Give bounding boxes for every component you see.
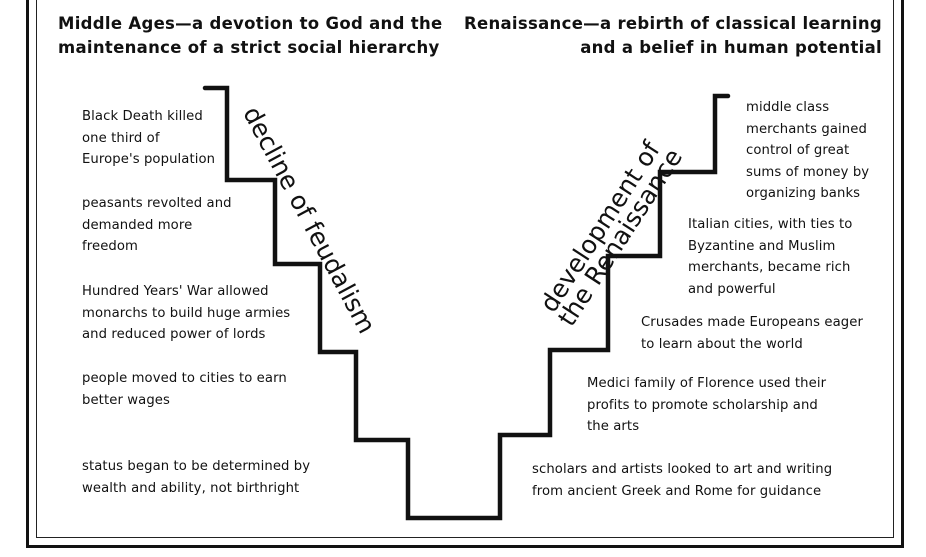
step-line: people moved to cities to earn <box>82 371 287 386</box>
left-step-5: status began to be determined by wealth … <box>82 456 310 499</box>
left-step-2: peasants revolted and demanded more free… <box>82 193 232 258</box>
step-line: to learn about the world <box>641 336 803 352</box>
header-renaissance: Renaissance—a rebirth of classical learn… <box>464 12 882 60</box>
right-step-4: Medici family of Florence used their pro… <box>587 373 826 438</box>
header-line: maintenance of a strict social hierarchy <box>58 38 440 57</box>
step-line: Europe's population <box>82 152 216 167</box>
step-line: profits to promote scholarship and <box>587 397 818 413</box>
step-line: scholars and artists looked to art and w… <box>532 462 833 477</box>
outer-frame <box>26 0 904 548</box>
step-line: demanded more <box>82 217 193 233</box>
step-line: merchants gained <box>746 121 867 137</box>
step-line: organizing banks <box>746 186 861 201</box>
right-step-5: scholars and artists looked to art and w… <box>532 459 832 502</box>
step-line: from ancient Greek and Rome for guidance <box>532 483 822 499</box>
step-line: Byzantine and Muslim <box>688 238 836 254</box>
right-step-2: Italian cities, with ties to Byzantine a… <box>688 214 852 300</box>
left-step-1: Black Death killed one third of Europe's… <box>82 106 215 171</box>
step-line: better wages <box>82 392 170 408</box>
right-step-3: Crusades made Europeans eager to learn a… <box>641 312 863 355</box>
staircase-line <box>202 85 731 521</box>
step-line: Hundred Years' War allowed <box>82 284 269 299</box>
header-line: and a belief in human potential <box>580 38 882 57</box>
step-line: Black Death killed <box>82 109 203 124</box>
step-line: middle class <box>746 100 830 115</box>
step-line: Medici family of Florence used their <box>587 376 827 391</box>
step-line: Italian cities, with ties to <box>688 217 853 232</box>
inner-frame <box>36 0 894 538</box>
step-line: and powerful <box>688 281 776 297</box>
left-step-4: people moved to cities to earn better wa… <box>82 368 287 411</box>
step-line: peasants revolted and <box>82 196 232 211</box>
header-line: Renaissance—a rebirth of classical learn… <box>463 14 882 33</box>
step-line: sums of money by <box>746 164 870 180</box>
header-middle-ages: Middle Ages—a devotion to God and the ma… <box>58 12 443 60</box>
right-step-1: middle class merchants gained control of… <box>746 97 869 205</box>
step-line: freedom <box>82 239 138 254</box>
step-line: merchants, became rich <box>688 260 851 275</box>
step-line: status began to be determined by <box>82 459 311 474</box>
step-line: monarchs to build huge armies <box>82 305 291 321</box>
step-line: control of great <box>746 143 850 158</box>
step-line: and reduced power of lords <box>82 327 266 342</box>
step-line: the arts <box>587 419 640 434</box>
step-line: Crusades made Europeans eager <box>641 315 863 330</box>
header-line: Middle Ages—a devotion to God and the <box>58 14 443 33</box>
step-line: wealth and ability, not birthright <box>82 480 300 496</box>
left-step-3: Hundred Years' War allowed monarchs to b… <box>82 281 290 346</box>
step-line: one third of <box>82 130 160 146</box>
